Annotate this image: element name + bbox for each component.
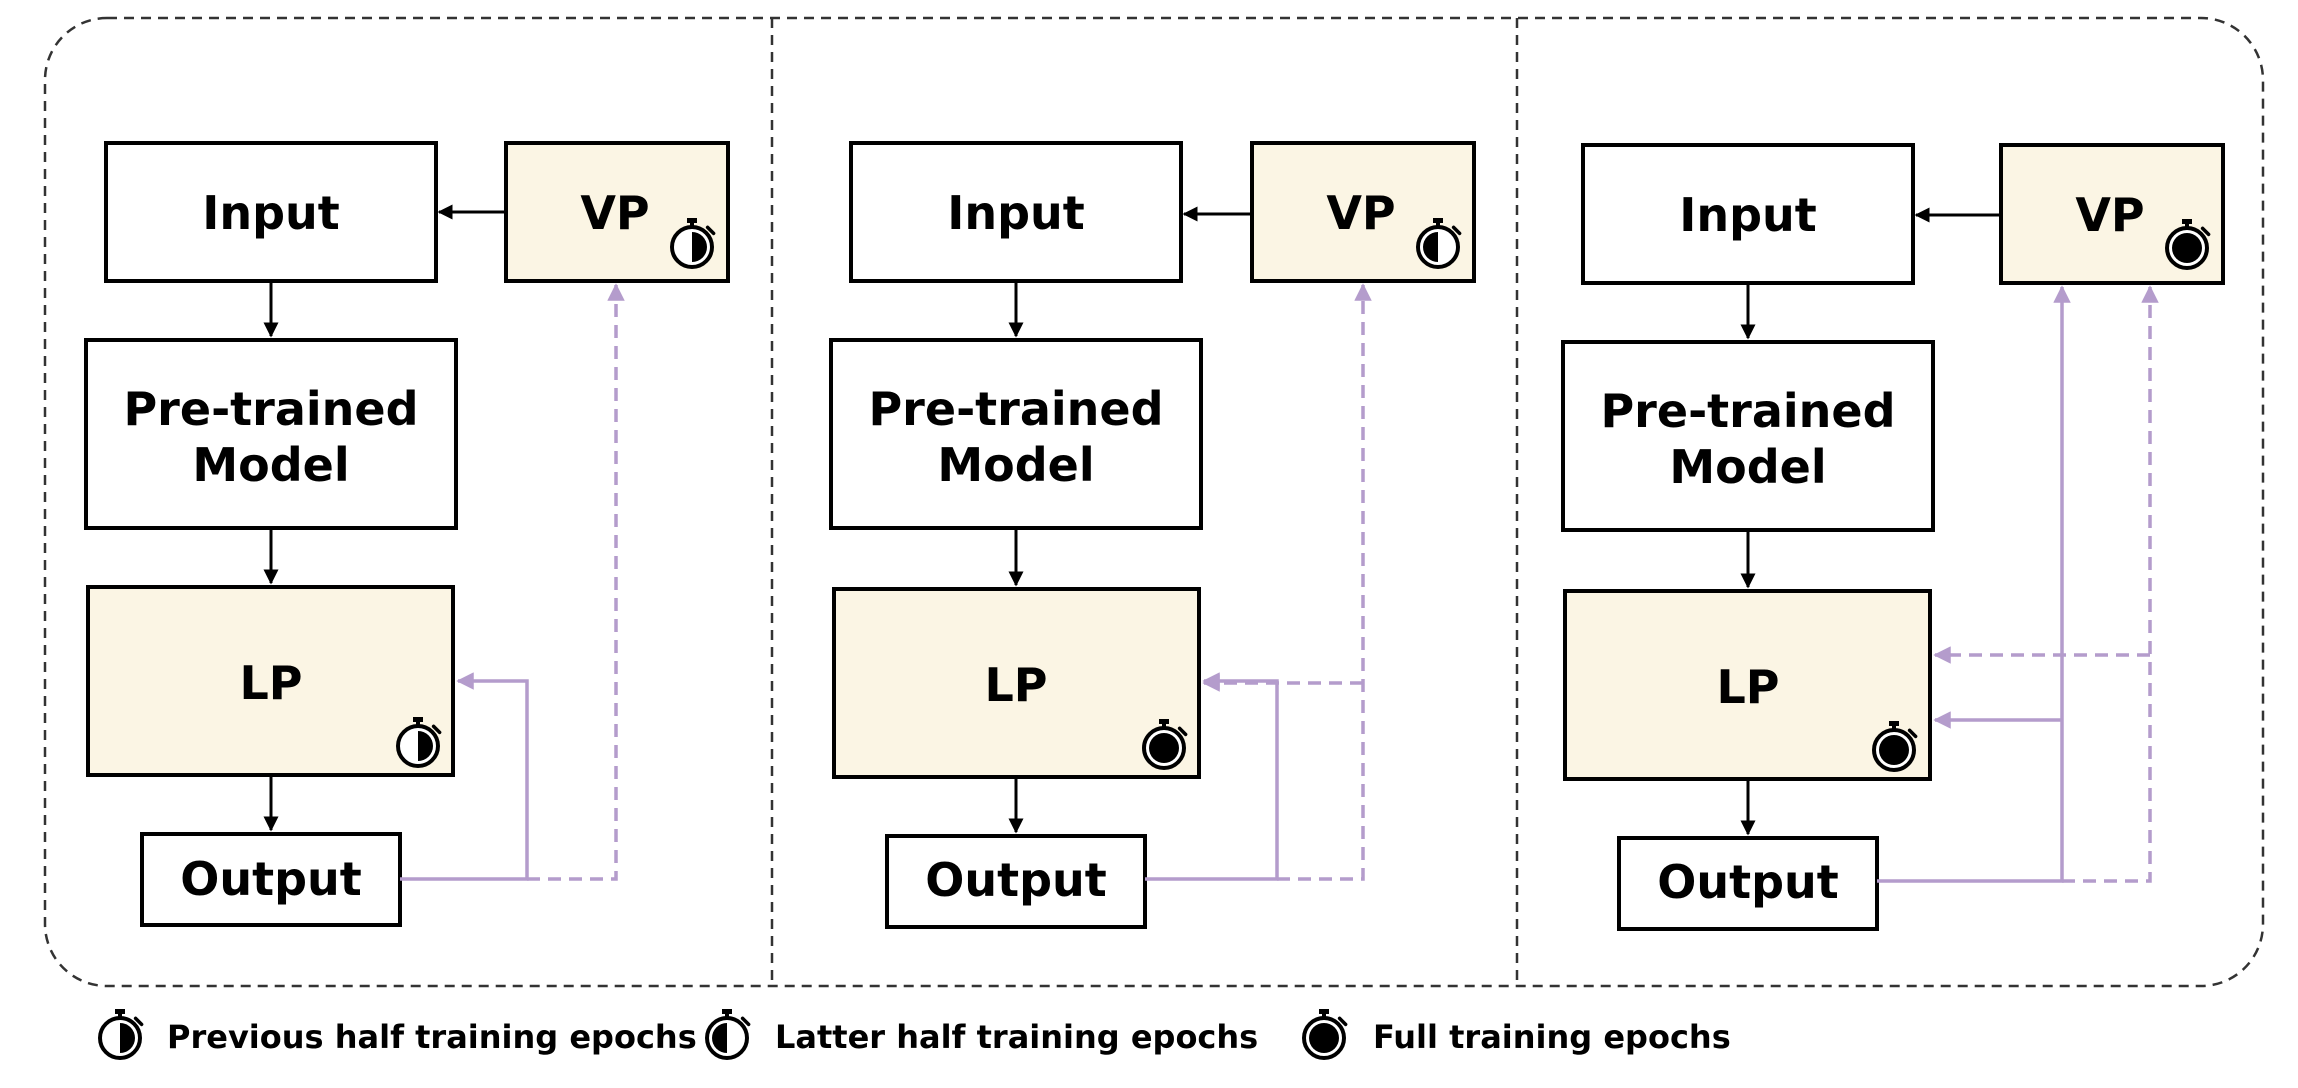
input-box [104,141,438,283]
lp-box [1563,589,1932,781]
lp-label: LP [239,656,302,710]
previous-half-timer-icon [396,717,442,768]
model-label-line1: Pre-trained [868,382,1163,436]
full-timer-icon [1872,721,1918,772]
legend-label-full: Full training epochs [1373,1018,1731,1056]
model-label-line2: Model [192,438,349,492]
vp-feedback-dashed [2062,285,2159,883]
vp-box [1250,141,1476,283]
model-label-line2: Model [937,438,1094,492]
vp-label: VP [1326,186,1395,240]
legend-label-latter-half: Latter half training epochs [775,1018,1258,1056]
vp-label: VP [2075,188,2144,242]
legend: Previous half training epochs Latter hal… [98,1009,1731,1060]
vp-feedback-dashed [527,283,625,881]
input-label: Input [947,186,1085,240]
output-label: Output [180,852,362,906]
output-box [1617,836,1879,931]
model-label-line1: Pre-trained [123,382,418,436]
model-label-line2: Model [1669,440,1826,494]
input-label: Input [202,186,340,240]
lp-label: LP [1716,660,1779,714]
lp-feedback-solid [1145,672,1279,881]
pretrained-model-box [1561,340,1935,532]
previous-half-timer-icon [670,218,716,269]
previous-half-timer-icon [98,1009,144,1060]
model-label-line1: Pre-trained [1600,384,1895,438]
latter-half-timer-icon [1416,218,1462,269]
output-label: Output [925,853,1107,907]
full-timer-icon [1302,1009,1348,1060]
lp-box [832,587,1201,779]
vp-label: VP [580,186,649,240]
panel-1: Input VP Pre-trained Model LP Output [84,141,730,927]
output-box [885,834,1147,929]
input-box [1581,143,1915,285]
vp-feedback-dashed [1277,283,1372,881]
full-timer-icon [2165,219,2211,270]
full-timer-icon [1142,719,1188,770]
panel-2: Input VP Pre-trained Model LP Output [829,141,1476,929]
outer-dashed-frame [43,16,2265,988]
lp-label: LP [984,658,1047,712]
output-label: Output [1657,855,1839,909]
input-label: Input [1679,188,1817,242]
latter-half-timer-icon [705,1009,751,1060]
lp-box [86,585,455,777]
panel-3: Input VP Pre-trained Model LP Output [1561,143,2225,931]
lp-feedback-solid [400,672,529,881]
pretrained-model-box [829,338,1203,530]
output-box [140,832,402,927]
legend-label-previous-half: Previous half training epochs [167,1018,697,1056]
